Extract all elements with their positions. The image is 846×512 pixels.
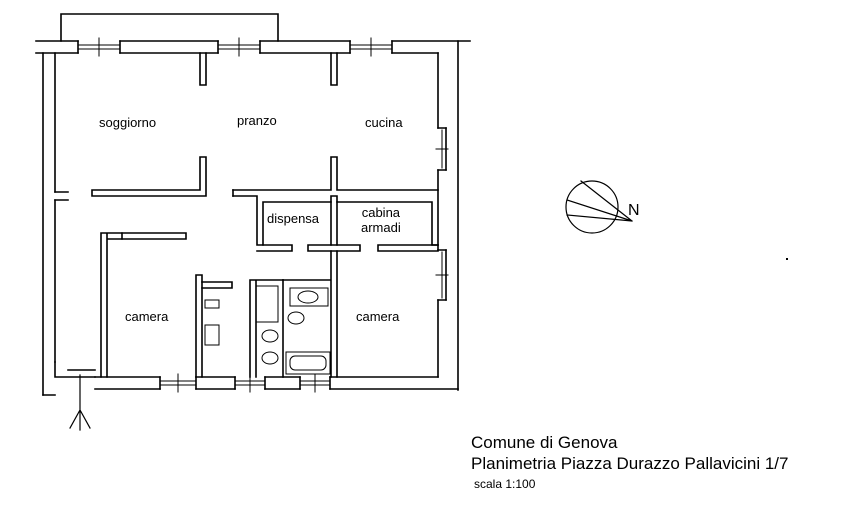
room-label-camera-right: camera [356, 309, 400, 324]
entrance-arrow-icon [69, 374, 91, 431]
room-label-cabina-armadi: cabina armadi [361, 205, 401, 235]
scale-label: scala 1:100 [474, 477, 536, 491]
window-right [435, 129, 449, 299]
room-label-cucina: cucina [365, 115, 403, 130]
outer-wall-bottom [94, 376, 459, 390]
outer-wall-right [437, 40, 459, 391]
outer-wall-left [42, 52, 69, 396]
outer-wall-top [35, 40, 471, 54]
balcony [60, 13, 279, 42]
title-address: Planimetria Piazza Durazzo Pallavicini 1… [471, 454, 789, 473]
room-label-cabina: cabina [361, 205, 401, 220]
title-municipality: Comune di Genova [471, 433, 618, 452]
north-label: N [628, 202, 640, 219]
interior-walls [91, 52, 439, 378]
room-label-pranzo: pranzo [237, 113, 277, 128]
compass-icon [565, 180, 633, 234]
bath-fixtures [204, 285, 331, 375]
room-label-soggiorno: soggiorno [99, 115, 157, 130]
window-top [77, 37, 393, 57]
room-label-camera-left: camera [125, 309, 169, 324]
room-label-dispensa: dispensa [267, 211, 320, 226]
title-block: Comune di Genova Planimetria Piazza Dura… [471, 432, 788, 492]
window-bottom [159, 373, 331, 393]
room-label-armadi: armadi [361, 220, 401, 235]
entrance [54, 361, 96, 378]
